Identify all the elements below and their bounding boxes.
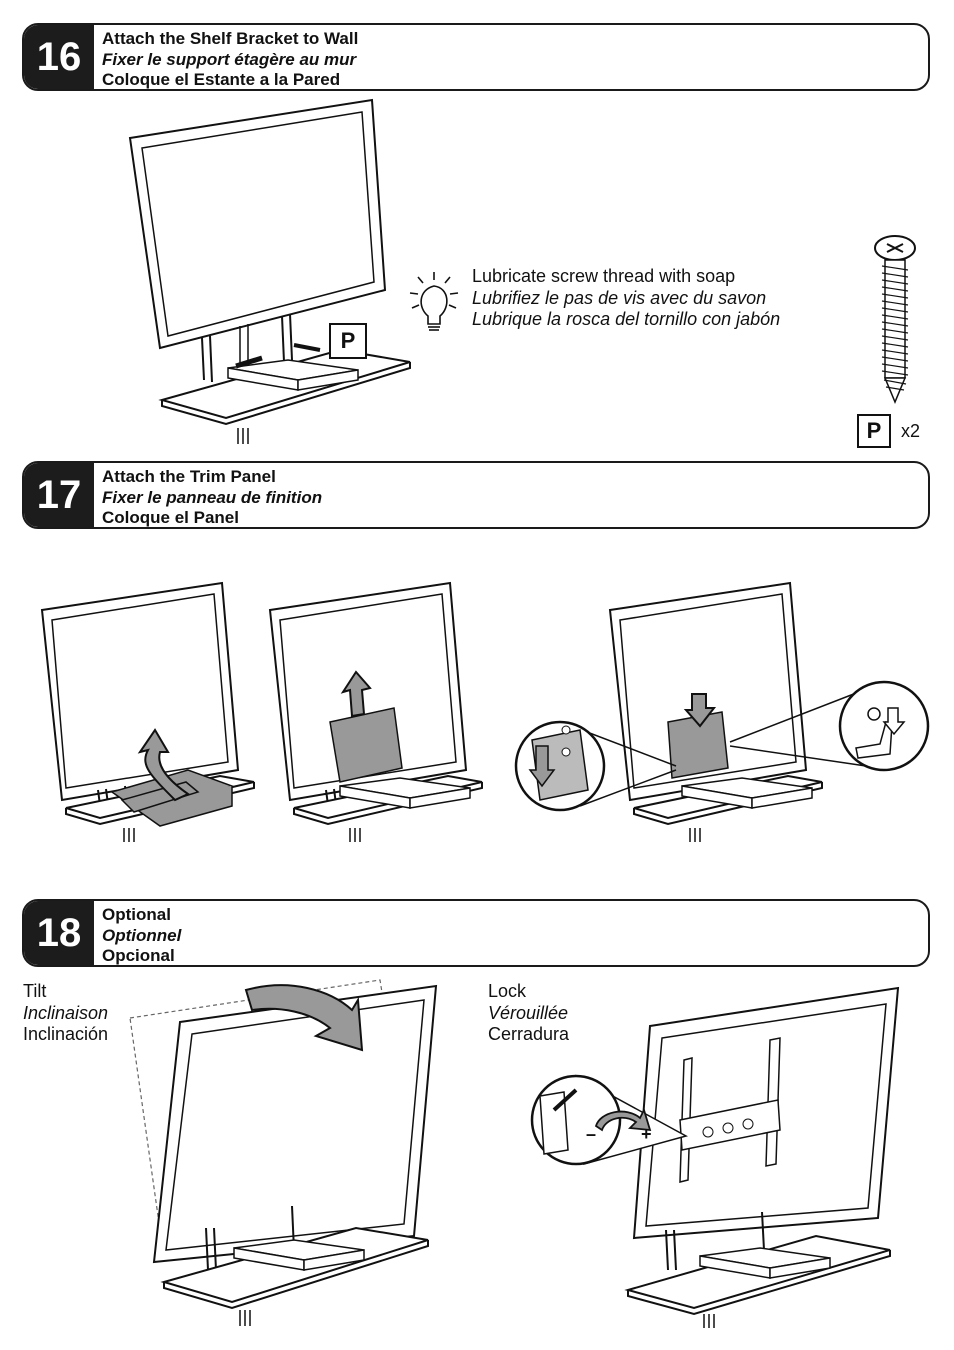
plus-sign: + — [641, 1124, 652, 1144]
tilt-es: Inclinación — [23, 1024, 109, 1044]
title-en: Attach the Shelf Bracket to Wall — [102, 29, 359, 48]
lock-label: Lock Vérouillée Cerradura — [488, 981, 569, 1046]
tip-en: Lubricate screw thread with soap — [472, 266, 736, 286]
step-16-tv-illustration — [128, 98, 411, 444]
title-en: Attach the Trim Panel — [102, 467, 276, 486]
lightbulb-icon — [409, 272, 459, 331]
tip-es: Lubrique la rosca del tornillo con jabón — [472, 309, 781, 329]
step-title: Attach the Trim Panel Fixer le panneau d… — [102, 467, 323, 527]
title-fr: Fixer le support étagère au mur — [102, 49, 357, 69]
title-fr: Optionnel — [102, 925, 182, 945]
step-18-lock-illustration — [530, 986, 900, 1328]
part-quantity: x2 — [901, 421, 921, 441]
title-fr: Fixer le panneau de finition — [102, 487, 323, 507]
step-17-tv-illustration-3 — [514, 581, 930, 842]
title-es: Coloque el Estante a la Pared — [102, 70, 341, 89]
lock-fr: Vérouillée — [488, 1002, 569, 1023]
step-17-tv-illustration-2 — [268, 581, 483, 842]
part-p-legend-box: P — [857, 414, 891, 448]
step-18-header: 18 Optional Optionnel Opcional — [22, 899, 930, 967]
step-title: Optional Optionnel Opcional — [102, 905, 182, 965]
svg-text:P: P — [341, 328, 356, 353]
soap-tip: Lubricate screw thread with soap Lubrifi… — [472, 266, 780, 331]
minus-sign: – — [586, 1124, 597, 1144]
screw-icon — [874, 235, 916, 404]
lock-en: Lock — [488, 981, 527, 1001]
tilt-label: Tilt Inclinaison Inclinación — [23, 981, 108, 1046]
title-en: Optional — [102, 905, 171, 924]
title-es: Coloque el Panel — [102, 508, 239, 527]
step-17-header: 17 Attach the Trim Panel Fixer le pannea… — [22, 461, 930, 529]
tilt-en: Tilt — [23, 981, 47, 1001]
title-es: Opcional — [102, 946, 175, 965]
step-17-tv-illustration-1 — [40, 581, 255, 842]
step-18-tilt-illustration — [129, 979, 438, 1326]
step-number: 18 — [24, 901, 94, 965]
tip-fr: Lubrifiez le pas de vis avec du savon — [472, 287, 767, 308]
step-16-header: 16 Attach the Shelf Bracket to Wall Fixe… — [22, 23, 930, 91]
step-number: 17 — [24, 463, 94, 527]
lock-es: Cerradura — [488, 1024, 570, 1044]
step-number: 16 — [24, 25, 94, 89]
part-p-label-box — [329, 323, 367, 359]
step-title: Attach the Shelf Bracket to Wall Fixer l… — [102, 29, 359, 89]
tilt-fr: Inclinaison — [23, 1002, 109, 1023]
